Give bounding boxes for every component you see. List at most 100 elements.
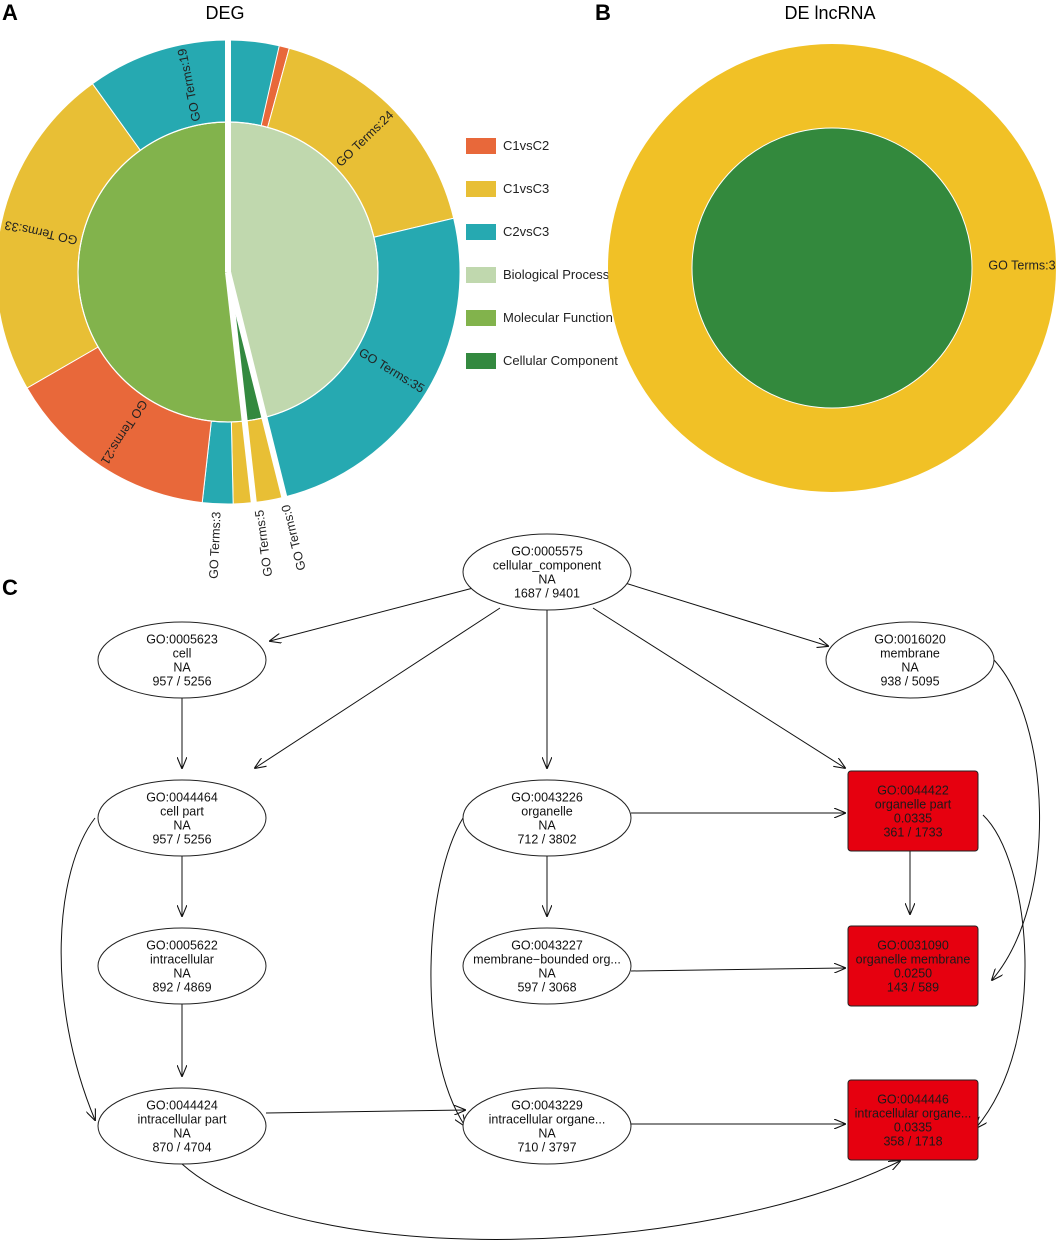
edge-go-0016020-to-go-0031090 xyxy=(992,659,1040,980)
lncrna-donut-chart: GO Terms:3 xyxy=(608,44,1056,492)
node-line-4: 712 / 3802 xyxy=(517,832,576,846)
edge-go-0005575-to-go-0044422 xyxy=(592,607,845,768)
legend-label-biological-process: Biological Process xyxy=(503,267,610,282)
legend-label-c2vsc3: C2vsC3 xyxy=(503,224,549,239)
node-line-4: 710 / 3797 xyxy=(517,1140,576,1154)
legend-swatch-molecular-function xyxy=(466,310,496,326)
edge-go-0044424-to-go-0043229 xyxy=(265,1110,465,1113)
node-line-4: 597 / 3068 xyxy=(517,980,576,994)
node-line-1: GO:0043229 xyxy=(511,1098,583,1112)
node-line-3: NA xyxy=(173,1126,191,1140)
node-line-3: NA xyxy=(538,818,556,832)
node-line-3: 0.0335 xyxy=(894,1120,932,1134)
node-line-3: 0.0335 xyxy=(894,811,932,825)
node-line-2: cell xyxy=(173,646,192,660)
outer-slice-cellular-component-c1vsc2-label: GO Terms:0 xyxy=(279,503,309,572)
edge-go-0005575-to-go-0016020 xyxy=(624,582,828,646)
node-line-1: GO:0016020 xyxy=(874,632,946,646)
node-line-1: GO:0044464 xyxy=(146,790,218,804)
legend-swatch-c2vsc3 xyxy=(466,224,496,240)
edge-go-0043227-to-go-0031090 xyxy=(630,968,845,971)
node-ellipse xyxy=(97,927,267,1005)
legend-label-c1vsc3: C1vsC3 xyxy=(503,181,549,196)
legend-swatch-c1vsc2 xyxy=(466,138,496,154)
node-line-1: GO:0031090 xyxy=(877,938,949,952)
node-line-1: GO:0005623 xyxy=(146,632,218,646)
edge-go-0005575-to-go-0005623 xyxy=(270,586,478,641)
outer-slice-cellular-component-c1vsc3-label: GO Terms:5 xyxy=(252,509,275,577)
legend-swatch-biological-process xyxy=(466,267,496,283)
category-separator xyxy=(225,271,288,500)
node-line-3: NA xyxy=(538,1126,556,1140)
node-line-3: NA xyxy=(173,660,191,674)
node-line-1: GO:0005575 xyxy=(511,544,583,558)
node-line-2: cellular_component xyxy=(493,558,602,572)
node-line-2: organelle xyxy=(521,804,572,818)
node-line-2: intracellular organe... xyxy=(489,1112,606,1126)
node-line-4: 870 / 4704 xyxy=(152,1140,211,1154)
node-line-3: NA xyxy=(538,572,556,586)
edge-go-0044422-to-go-0044446 xyxy=(976,814,1026,1128)
node-ellipse xyxy=(462,533,632,611)
node-line-1: GO:0043226 xyxy=(511,790,583,804)
node-line-4: 143 / 589 xyxy=(887,980,939,994)
node-line-2: cell part xyxy=(160,804,204,818)
node-line-3: 0.0250 xyxy=(894,966,932,980)
panel-a-title: DEG xyxy=(205,3,244,23)
edge-go-0043226-to-go-0043229 xyxy=(430,817,465,1126)
node-line-3: NA xyxy=(173,818,191,832)
node-line-1: GO:0044422 xyxy=(877,783,949,797)
edge-go-0044464-to-go-0044424 xyxy=(60,817,95,1120)
node-ellipse xyxy=(97,621,267,699)
node-line-2: membrane−bounded org... xyxy=(473,952,621,966)
legend-label-cellular-component: Cellular Component xyxy=(503,353,618,368)
node-ellipse xyxy=(825,621,995,699)
panel-b-title: DE lncRNA xyxy=(784,3,875,23)
significant-node-box xyxy=(847,925,979,1007)
legend-swatch-c1vsc3 xyxy=(466,181,496,197)
node-line-1: GO:0043227 xyxy=(511,938,583,952)
node-ellipse xyxy=(97,779,267,857)
panel-b-letter: B xyxy=(595,0,611,25)
node-line-3: NA xyxy=(538,966,556,980)
node-ellipse xyxy=(462,779,632,857)
node-ellipse xyxy=(97,1087,267,1165)
panel-a-letter: A xyxy=(2,0,18,25)
node-line-2: intracellular organe... xyxy=(855,1106,972,1120)
significant-node-box xyxy=(847,770,979,852)
node-line-4: 1687 / 9401 xyxy=(514,586,580,600)
node-ellipse xyxy=(462,1087,632,1165)
node-line-1: GO:0044424 xyxy=(146,1098,218,1112)
node-line-2: organelle membrane xyxy=(856,952,971,966)
panel-c-letter: C xyxy=(2,575,18,600)
node-line-1: GO:0044446 xyxy=(877,1092,949,1106)
node-line-2: intracellular xyxy=(150,952,214,966)
outer-slice-cellular-component-c2vsc3-label: GO Terms:3 xyxy=(207,511,224,579)
node-line-4: 957 / 5256 xyxy=(152,674,211,688)
node-line-4: 361 / 1733 xyxy=(883,825,942,839)
inner-slice-cellular-component xyxy=(691,127,973,409)
edge-go-0044424-to-go-0044446 xyxy=(181,1161,900,1240)
category-separator xyxy=(225,271,257,505)
node-line-4: 957 / 5256 xyxy=(152,832,211,846)
node-line-1: GO:0005622 xyxy=(146,938,218,952)
node-line-4: 938 / 5095 xyxy=(880,674,939,688)
node-line-3: NA xyxy=(901,660,919,674)
node-line-4: 892 / 4869 xyxy=(152,980,211,994)
node-line-4: 358 / 1718 xyxy=(883,1134,942,1148)
inner-ring-border xyxy=(77,121,379,423)
